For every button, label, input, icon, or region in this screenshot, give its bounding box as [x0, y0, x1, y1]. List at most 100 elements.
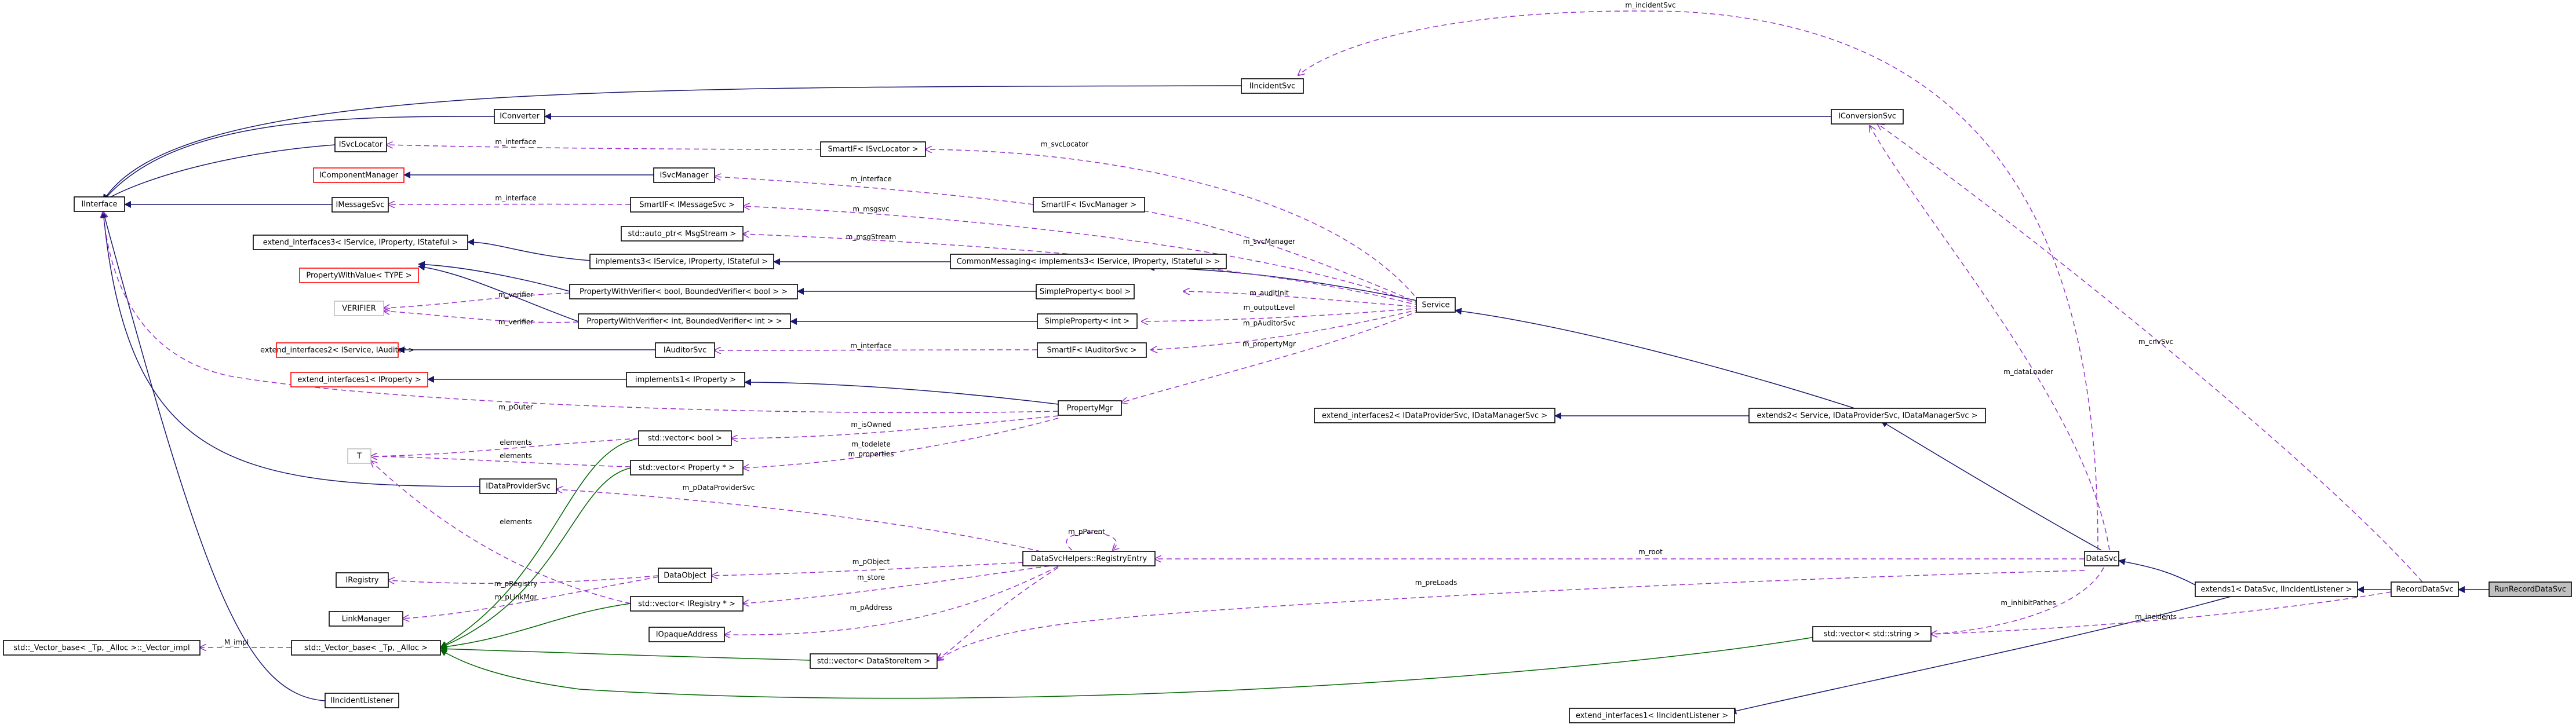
node-propertywithvalue[interactable]: PropertyWithValue< TYPE >	[299, 268, 419, 283]
label-m-paddress: m_pAddress	[850, 603, 892, 612]
svg-text:extends2< Service, IDataProvid: extends2< Service, IDataProviderSvc, IDa…	[1757, 412, 1977, 420]
node-extend-interfaces2-data[interactable]: extend_interfaces2< IDataProviderSvc, ID…	[1314, 408, 1555, 423]
node-smartif-isvcmanager[interactable]: SmartIF< ISvcManager >	[1033, 197, 1145, 213]
node-simpleproperty-bool[interactable]: SimpleProperty< bool >	[1036, 284, 1135, 299]
node-extend-interfaces2-auditor[interactable]: extend_interfaces2< IService, IAuditor >	[260, 342, 414, 358]
node-runrecorddatasvc[interactable]: RunRecordDataSvc	[2488, 581, 2572, 597]
node-vector-property[interactable]: std::vector< Property * >	[630, 460, 744, 475]
edge-verifier-bool	[384, 292, 570, 308]
node-smartif-iauditorsvc[interactable]: SmartIF< IAuditorSvc >	[1037, 342, 1147, 358]
svg-text:PropertyWithValue< TYPE >: PropertyWithValue< TYPE >	[306, 272, 411, 280]
node-registryentry[interactable]: DataSvcHelpers::RegistryEntry	[1022, 551, 1156, 566]
node-idataprovidersvc[interactable]: IDataProviderSvc	[479, 478, 557, 494]
node-propertymgr[interactable]: PropertyMgr	[1058, 400, 1122, 416]
node-vector-datastoreitem[interactable]: std::vector< DataStoreItem >	[810, 653, 938, 669]
edge-iconverter-to-iinterface	[103, 116, 495, 202]
edge-paddress	[724, 566, 1059, 635]
edge-registryentry-address	[937, 567, 1059, 659]
edge-elements-registry	[371, 461, 631, 604]
node-imessagesvc[interactable]: IMessageSvc	[331, 197, 389, 213]
node-propertywithverifier-int[interactable]: PropertyWithVerifier< int, BoundedVerifi…	[578, 313, 791, 329]
svg-text:SimpleProperty< bool >: SimpleProperty< bool >	[1040, 288, 1131, 297]
label-m-dataloader: m_dataLoader	[2003, 368, 2053, 376]
node-iinterface[interactable]: IInterface	[74, 196, 125, 212]
node-implements3[interactable]: implements3< IService, IProperty, IState…	[589, 254, 774, 269]
node-iincidentsvc[interactable]: IIncidentSvc	[1241, 78, 1304, 94]
node-linkmanager[interactable]: LinkManager	[329, 611, 403, 627]
node-vector-string[interactable]: std::vector< std::string >	[1812, 626, 1932, 642]
node-simpleproperty-int[interactable]: SimpleProperty< int >	[1037, 313, 1138, 329]
node-verifier[interactable]: VERIFIER	[334, 301, 384, 316]
svg-text:std::_Vector_base< _Tp, _Alloc: std::_Vector_base< _Tp, _Alloc >::_Vecto…	[13, 644, 190, 653]
edge-extends2-to-service	[1455, 308, 1855, 409]
node-iconversionsvc[interactable]: IConversionSvc	[1831, 109, 1904, 125]
node-extends2[interactable]: extends2< Service, IDataProviderSvc, IDa…	[1748, 408, 1986, 423]
node-extend-interfaces1-property[interactable]: extend_interfaces1< IProperty >	[290, 372, 428, 387]
edge-pouter	[103, 211, 1059, 414]
node-dataobject[interactable]: DataObject	[658, 568, 712, 583]
node-isvcmanager[interactable]: ISvcManager	[653, 167, 715, 183]
node-vector-iregistry[interactable]: std::vector< IRegistry * >	[630, 596, 744, 612]
svg-text:VERIFIER: VERIFIER	[342, 305, 376, 313]
edge-extends1-to-extendincident	[1729, 594, 2238, 715]
edge-todelete	[743, 418, 1059, 468]
node-extend-interfaces3[interactable]: extend_interfaces3< IService, IProperty,…	[253, 235, 468, 250]
label-m-auditinit: m_auditInit	[1249, 289, 1289, 297]
node-recorddatasvc[interactable]: RecordDataSvc	[2391, 581, 2459, 597]
svg-text:LinkManager: LinkManager	[342, 615, 391, 624]
node-commonmessaging[interactable]: CommonMessaging< implements3< IService, …	[950, 254, 1227, 269]
node-implements1[interactable]: implements1< IProperty >	[626, 372, 745, 387]
node-auto-ptr-msgstream[interactable]: std::auto_ptr< MsgStream >	[621, 226, 744, 242]
label-m-pouter: m_pOuter	[498, 403, 533, 411]
edge-propbool-to-propwithvalue	[418, 261, 570, 292]
svg-text:Service: Service	[1422, 301, 1449, 310]
label-m-propertymgr: m_propertyMgr	[1243, 340, 1296, 348]
node-smartif-imessagesvc[interactable]: SmartIF< IMessageSvc >	[630, 197, 744, 213]
node-extends1[interactable]: extends1< DataSvc, IIncidentListener >	[2195, 581, 2358, 597]
svg-text:SmartIF< IMessageSvc >: SmartIF< IMessageSvc >	[639, 201, 735, 210]
label-m-impl: _M_impl	[220, 638, 249, 646]
edge-svclocator-smartif	[926, 149, 1420, 303]
svg-text:RunRecordDataSvc: RunRecordDataSvc	[2494, 586, 2566, 594]
edge-dataloader	[1870, 126, 2110, 551]
node-iregistry[interactable]: IRegistry	[336, 572, 389, 588]
node-iconverter[interactable]: IConverter	[494, 109, 545, 124]
svg-text:DataSvc: DataSvc	[2086, 555, 2117, 564]
edge-iincidentsvc-to-iinterface	[103, 85, 1242, 202]
node-extend-interfaces1-incident[interactable]: extend_interfaces1< IIncidentListener >	[1569, 708, 1735, 723]
node-iauditorsvc[interactable]: IAuditorSvc	[655, 342, 715, 358]
svg-text:implements3< IService, IProper: implements3< IService, IProperty, IState…	[596, 258, 768, 266]
node-datasvc[interactable]: DataSvc	[2084, 551, 2119, 566]
node-vector-bool[interactable]: std::vector< bool >	[638, 430, 732, 446]
edge-vectordatastore-to-vectorbase	[440, 645, 811, 661]
svg-text:extend_interfaces2< IDataProvi: extend_interfaces2< IDataProviderSvc, ID…	[1322, 412, 1547, 420]
svg-text:std::vector< DataStoreItem >: std::vector< DataStoreItem >	[817, 657, 930, 666]
edge-incidents	[1931, 591, 2392, 634]
label-m-verifier-int: m_verifier	[498, 318, 533, 326]
edge-vectoriregistry-to-vectorbase	[440, 603, 631, 650]
node-vector-base-impl[interactable]: std::_Vector_base< _Tp, _Alloc >::_Vecto…	[3, 640, 201, 656]
node-smartif-isvclocator[interactable]: SmartIF< ISvcLocator >	[820, 141, 926, 157]
node-icomponentmanager[interactable]: IComponentManager	[313, 167, 405, 183]
svg-text:PropertyWithVerifier< bool, Bo: PropertyWithVerifier< bool, BoundedVerif…	[580, 288, 788, 297]
node-iopaqueaddress[interactable]: IOpaqueAddress	[648, 627, 725, 642]
label-m-interface-auditor: m_interface	[850, 342, 891, 350]
node-t[interactable]: T	[347, 448, 371, 464]
edge-propertymgr	[1121, 310, 1420, 403]
node-propertywithverifier-bool[interactable]: PropertyWithVerifier< bool, BoundedVerif…	[569, 284, 798, 299]
node-iincidentlistener[interactable]: IIncidentListener	[325, 693, 399, 708]
svg-text:PropertyMgr: PropertyMgr	[1067, 404, 1113, 413]
edge-extends1-to-datasvc	[2118, 558, 2196, 586]
node-vector-base[interactable]: std::_Vector_base< _Tp, _Alloc >	[291, 640, 441, 656]
svg-text:IComponentManager: IComponentManager	[319, 171, 399, 180]
label-m-outputlevel: m_outputLevel	[1244, 303, 1295, 312]
edge-interface-svcmanager	[715, 177, 1034, 205]
label-m-store: m_store	[857, 573, 885, 581]
edge-vectorproperty-to-vectorbase	[440, 467, 631, 649]
svg-text:IMessageSvc: IMessageSvc	[336, 201, 385, 210]
node-service[interactable]: Service	[1416, 297, 1456, 313]
label-m-isowned: m_isOwned	[851, 420, 891, 429]
svg-text:ISvcLocator: ISvcLocator	[339, 141, 383, 149]
node-isvclocator[interactable]: ISvcLocator	[334, 137, 387, 152]
